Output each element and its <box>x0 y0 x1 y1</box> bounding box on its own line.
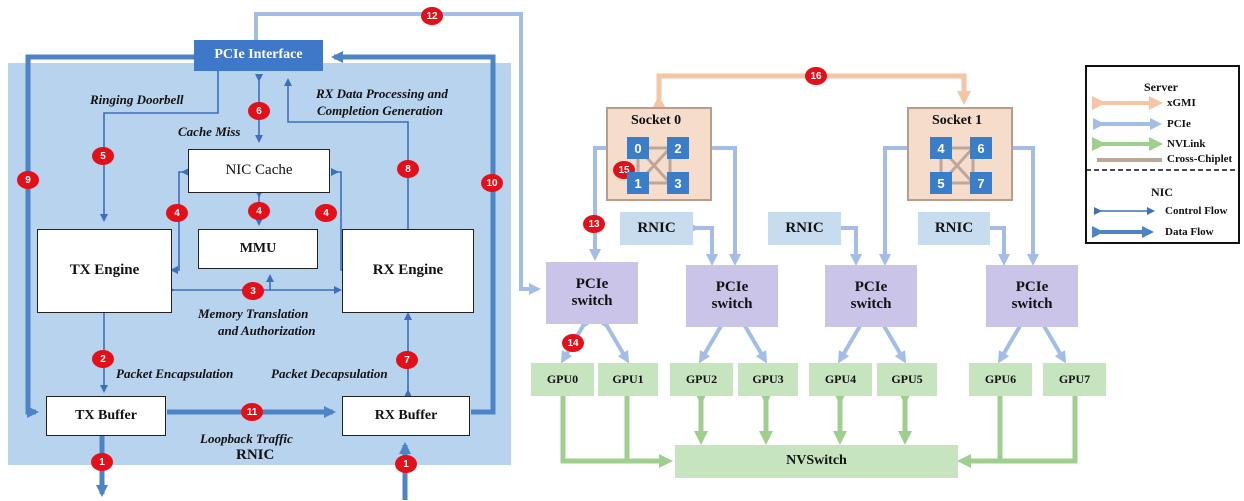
socket1-core-5: 5 <box>930 172 952 194</box>
step-badge-2: 2 <box>92 350 114 368</box>
socket0-title: Socket 0 <box>631 113 682 128</box>
pcie-switch-2-line2: switch <box>850 296 892 312</box>
label-cache-miss: Cache Miss <box>178 124 241 139</box>
mmu: MMU <box>198 229 318 269</box>
label-rx-processing-1: RX Data Processing and <box>316 86 448 101</box>
step-badge-4-right: 4 <box>315 204 337 222</box>
nic-cache: NIC Cache <box>188 149 330 193</box>
legend-pcie-label: PCIe <box>1167 118 1191 130</box>
tx-buffer: TX Buffer <box>46 396 166 436</box>
socket0-core-0: 0 <box>627 137 649 159</box>
rx-engine: RX Engine <box>342 229 474 313</box>
gpu-6: GPU6 <box>969 363 1032 396</box>
pcie-switch-0-line2: switch <box>571 293 613 309</box>
label-packet-decapsulation: Packet Decapsulation <box>271 366 388 381</box>
step-badge-9: 9 <box>17 171 39 189</box>
step-badge-8: 8 <box>397 160 419 178</box>
legend-cross-chiplet-label: Cross-Chiplet <box>1167 153 1233 165</box>
gpu-5: GPU5 <box>877 363 937 396</box>
legend-control-flow-label: Control Flow <box>1165 205 1228 217</box>
step-badge-1-tx: 1 <box>91 453 113 471</box>
socket1-box <box>907 107 1013 201</box>
legend-xgmi-label: xGMI <box>1167 97 1196 109</box>
step-badge-4-mid: 4 <box>248 202 270 220</box>
nvswitch: NVSwitch <box>675 445 958 478</box>
socket0-core-3: 3 <box>667 172 689 194</box>
tx-engine: TX Engine <box>37 229 172 313</box>
step-badge-11: 11 <box>241 403 263 421</box>
label-rx-processing-2: Completion Generation <box>317 103 444 118</box>
legend-nvlink-label: NVLink <box>1167 138 1206 150</box>
gpu-7: GPU7 <box>1043 363 1106 396</box>
socket0-core-2: 2 <box>667 137 689 159</box>
socket0-box <box>606 107 712 201</box>
label-ringing-doorbell: Ringing Doorbell <box>90 92 184 107</box>
socket1-core-4: 4 <box>930 137 952 159</box>
pcie-interface: PCIe Interface <box>194 40 323 71</box>
step-badge-14: 14 <box>562 334 584 352</box>
pcie-switch-0: PCIe switch <box>546 262 638 324</box>
step-badge-1-rx: 1 <box>395 455 417 473</box>
step-badge-3: 3 <box>242 282 264 300</box>
pcie-switch-1-line1: PCIe <box>715 278 749 295</box>
socket0-core-1: 1 <box>627 172 649 194</box>
pcie-switch-3: PCIe switch <box>986 265 1078 327</box>
pcie-switch-3-line1: PCIe <box>1015 278 1049 295</box>
pcie-switch-0-line1: PCIe <box>575 275 609 292</box>
label-memory-translation-1: Memory Translation <box>198 306 309 321</box>
pcie-switch-3-line2: switch <box>1011 296 1053 312</box>
gpu-0: GPU0 <box>531 363 594 396</box>
gpu-4: GPU4 <box>809 363 872 396</box>
nvlink-links <box>556 387 1082 468</box>
legend-nic-title: NIC <box>1151 185 1174 199</box>
pcie-switch-1-line2: switch <box>711 296 753 312</box>
step-badge-13: 13 <box>583 215 605 233</box>
rnic-panel-title: RNIC <box>236 447 275 463</box>
legend-data-flow-label: Data Flow <box>1165 226 1214 238</box>
step-badge-4-left: 4 <box>166 204 188 222</box>
socket1-title: Socket 1 <box>932 113 983 128</box>
pcie-switch-1: PCIe switch <box>686 265 778 327</box>
rx-buffer: RX Buffer <box>342 396 470 436</box>
gpu-1: GPU1 <box>598 363 658 396</box>
socket1-core-6: 6 <box>970 137 992 159</box>
socket1-core-7: 7 <box>970 172 992 194</box>
gpu-3: GPU3 <box>738 363 798 396</box>
pcie-switch-2-line1: PCIe <box>854 278 888 295</box>
step-badge-12: 12 <box>421 7 443 25</box>
step-badge-7: 7 <box>396 351 418 369</box>
label-packet-encapsulation: Packet Encapsulation <box>116 366 234 381</box>
label-memory-translation-2: and Authorization <box>218 323 316 338</box>
step-badge-10: 10 <box>481 174 503 192</box>
server-rnic-3: RNIC <box>918 212 990 245</box>
step-badge-6: 6 <box>248 102 270 120</box>
pcie-switch-2: PCIe switch <box>825 265 917 327</box>
server-rnic-1: RNIC <box>620 212 693 245</box>
step-badge-5: 5 <box>92 147 114 165</box>
step-badge-16: 16 <box>805 67 827 85</box>
legend-server-title: Server <box>1144 80 1178 94</box>
label-loopback-traffic: Loopback Traffic <box>200 431 293 446</box>
server-rnic-2: RNIC <box>768 212 841 245</box>
gpu-2: GPU2 <box>670 363 733 396</box>
